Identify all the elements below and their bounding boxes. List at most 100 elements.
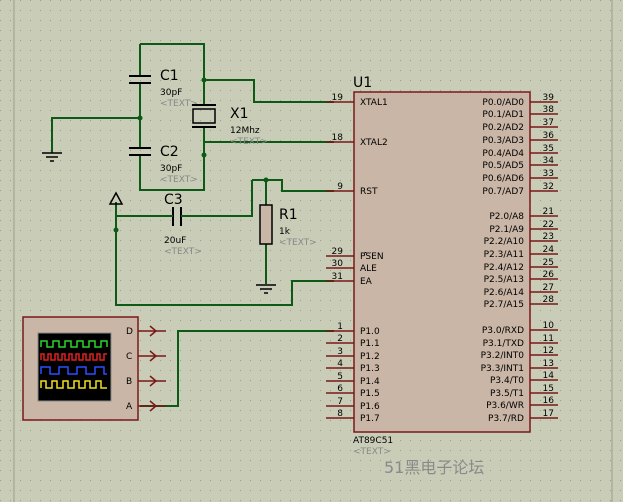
u1-ref: U1 <box>353 75 372 91</box>
u1-pin-name: P0.7/AD7 <box>482 187 524 197</box>
capacitor-c3[interactable]: C3 20uF <TEXT> <box>160 192 205 257</box>
u1-pin-number: 13 <box>543 359 554 369</box>
x1-ref: X1 <box>230 106 249 122</box>
u1-pin-name: P3.1/TXD <box>483 339 524 349</box>
oscilloscope[interactable]: D C B A <box>22 316 166 421</box>
u1-pin-name: EA <box>360 277 373 287</box>
c2-ref: C2 <box>160 144 179 160</box>
u1-pin-number: 25 <box>543 258 554 268</box>
capacitor-c1[interactable]: C1 30pF <TEXT> <box>129 68 198 109</box>
x1-text: <TEXT> <box>230 137 268 147</box>
c1-text: <TEXT> <box>160 99 198 109</box>
u1-pin-name: P0.5/AD5 <box>482 161 524 171</box>
u1-pin-name: P2.0/A8 <box>489 212 524 222</box>
u1-part: AT89C51 <box>353 436 393 446</box>
ground-symbol-r1[interactable] <box>256 284 276 294</box>
scope-channel-pins <box>138 325 166 412</box>
u1-pin-name: XTAL2 <box>360 138 388 148</box>
u1-pin-number: 21 <box>543 207 554 217</box>
u1-pin-name: P0.4/AD4 <box>482 149 524 159</box>
u1-pin-number: 10 <box>543 321 555 331</box>
u1-pin-number: 37 <box>543 118 554 128</box>
u1-pin-number: 35 <box>543 144 554 154</box>
scope-channel-a: A <box>126 402 133 412</box>
scope-channel-b: B <box>126 377 132 387</box>
u1-pin-number: 11 <box>543 334 554 344</box>
u1-pin-name: PSEN <box>360 252 384 262</box>
u1-pin-number: 34 <box>543 156 555 166</box>
u1-pin-name: P1.2 <box>360 352 380 362</box>
u1-pin-number: 28 <box>543 295 555 305</box>
u1-pin-number: 15 <box>543 384 554 394</box>
u1-pin-number: 16 <box>543 396 555 406</box>
u1-pin-number: 7 <box>337 397 343 407</box>
u1-pin-name: P1.5 <box>360 389 380 399</box>
u1-right-pins: 39P0.0/AD038P0.1/AD137P0.2/AD236P0.3/AD3… <box>481 93 558 424</box>
u1-pin-number: 24 <box>543 245 555 255</box>
scope-channel-c: C <box>126 352 132 362</box>
u1-pin-number: 9 <box>337 182 343 192</box>
u1-pin-number: 36 <box>543 131 555 141</box>
u1-pin-name: ALE <box>360 264 377 274</box>
ground-symbol-left[interactable] <box>42 152 62 162</box>
u1-pin-name: P3.2/INT0 <box>481 351 525 361</box>
u1-pin-number: 38 <box>543 105 555 115</box>
crystal-x1[interactable]: X1 12Mhz <TEXT> <box>192 104 268 147</box>
u1-pin-name: P2.7/A15 <box>484 300 524 310</box>
u1-pin-name: P0.2/AD2 <box>482 123 524 133</box>
u1-pin-name: P2.5/A13 <box>484 275 524 285</box>
u1-pin-name: P3.5/T1 <box>490 389 524 399</box>
c1-ref: C1 <box>160 68 179 84</box>
capacitor-c2[interactable]: C2 30pF <TEXT> <box>129 144 198 185</box>
power-terminal-icon[interactable] <box>108 191 124 205</box>
u1-pin-name: P3.7/RD <box>488 414 524 424</box>
resistor-r1[interactable]: R1 1k <TEXT> <box>259 204 317 248</box>
u1-pin-name: P1.6 <box>360 402 380 412</box>
u1-pin-number: 31 <box>332 272 343 282</box>
u1-pin-number: 8 <box>337 409 343 419</box>
u1-text: <TEXT> <box>353 447 391 457</box>
